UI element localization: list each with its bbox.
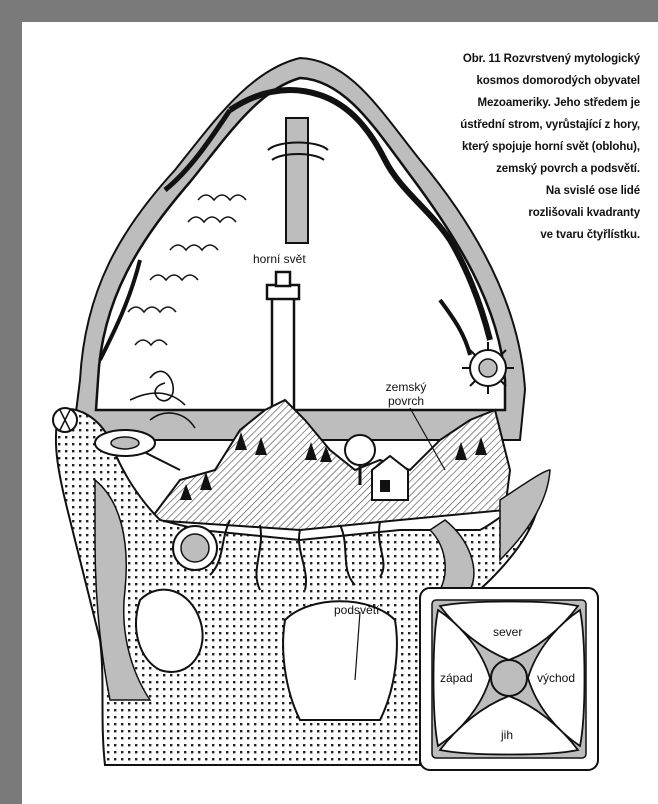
label-upper-world: horní svět [253,252,306,266]
caption-line: Na svislé ose lidé [410,180,640,202]
figure-caption: Obr. 11 Rozvrstvený mytologický kosmos d… [410,48,640,246]
quadrant-east-label: východ [537,671,575,685]
label-earth-surface-line2: povrch [378,394,434,408]
caption-line: který spojuje horní svět (oblohu), [410,136,640,158]
caption-line: Mezoameriky. Jeho středem je [410,92,640,114]
label-earth-surface: zemský povrch [378,380,434,408]
quadrant-north-label: sever [493,625,522,639]
label-underworld: podsvětí [334,603,379,617]
quadrant-south-label: jih [501,728,513,742]
caption-line: ve tvaru čtyřlístku. [410,224,640,246]
caption-line: Obr. 11 Rozvrstvený mytologický [410,48,640,70]
central-column [267,272,299,413]
caption-line: rozlišovali kvadranty [410,202,640,224]
caption-line: ústřední strom, vyrůstající z hory, [410,114,640,136]
caption-line: zemský povrch a podsvětí. [410,158,640,180]
caption-line: kosmos domorodých obyvatel [410,70,640,92]
quadrant-west-label: západ [440,671,473,685]
label-earth-surface-line1: zemský [378,380,434,394]
